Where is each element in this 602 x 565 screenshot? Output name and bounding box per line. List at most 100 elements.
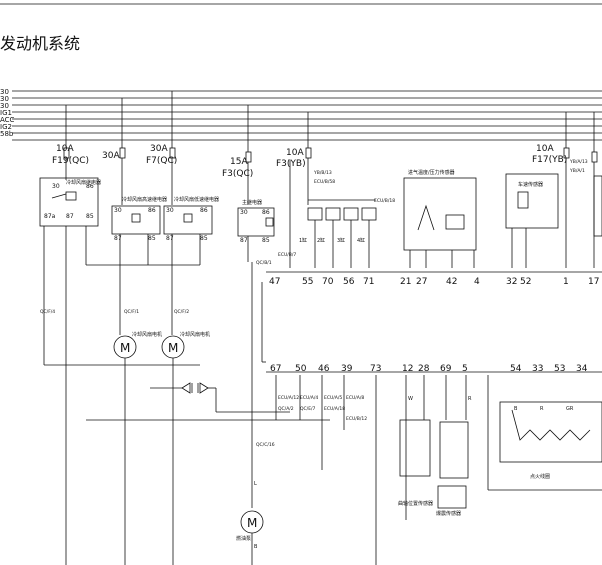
ecu-pin: 42 <box>446 277 457 287</box>
relay-pin: 85 <box>86 213 94 220</box>
component-label: 冷却风扇电机 <box>132 331 162 338</box>
wire-code: YB/A/13 <box>569 159 588 165</box>
ecu-pin: 52 <box>520 277 531 287</box>
ecu-pin: 32 <box>506 277 517 287</box>
wire-color: R <box>468 396 472 402</box>
injector-label: 3缸 <box>337 237 345 244</box>
wire-codes: QC/F/4 QC/F/1 QC/F/2 QC/B/1 ECU/B/7 YB/B… <box>40 159 588 448</box>
ecu-pin: 67 <box>270 364 281 374</box>
injector-labels: 1缸 2缸 3缸 4缸 <box>299 237 365 244</box>
ecu-pin: 73 <box>370 364 381 374</box>
coil-box <box>499 401 602 463</box>
ecu-pin: 46 <box>318 364 330 374</box>
wire-code: ECU/B/58 <box>314 179 335 185</box>
wire-code: QC/F/1 <box>124 309 139 315</box>
wire-code: ECU/A/18 <box>324 406 345 412</box>
bus-label: ACC <box>0 116 15 124</box>
fuse-name: F17(YB) <box>532 155 567 165</box>
ecu-pin: 55 <box>302 277 313 287</box>
relay-pin: 30 <box>114 207 122 214</box>
component-label: 冷却风扇电机 <box>180 331 210 338</box>
fuse-rating: 30A <box>102 151 120 161</box>
wire-code: YB/A/1 <box>569 168 585 174</box>
wire-code: QC/A/2 <box>278 406 294 412</box>
ecu-pin: 33 <box>532 364 543 374</box>
diode-1 <box>181 382 191 394</box>
wire-code: QC/F/2 <box>174 309 189 315</box>
wire-code: ECU/B/7 <box>278 252 296 258</box>
injector-3 <box>343 207 359 221</box>
relay-pin: 30 <box>240 209 248 216</box>
injector-label: 1缸 <box>299 237 307 244</box>
ecu-pin: 34 <box>576 364 588 374</box>
main-relay-box <box>237 207 275 237</box>
component-label: 点火线圈 <box>530 473 550 480</box>
ecu-pin: 1 <box>563 277 569 287</box>
relay-pin: 86 <box>148 207 156 214</box>
ecu-pin: 4 <box>474 277 480 287</box>
wire-code: ECU/A/4 <box>300 395 318 401</box>
wire-code: ECU/A/5 <box>324 395 342 401</box>
ecu-pin: 39 <box>341 364 353 374</box>
wire-code: QC/C/16 <box>256 442 275 448</box>
power-bus-group <box>12 90 602 141</box>
wire-code: ECU/B/12 <box>346 416 367 422</box>
component-label: 爆震传感器 <box>436 510 461 517</box>
relay-pin: 85 <box>262 237 270 244</box>
ecu-pin: 50 <box>295 364 307 374</box>
knock-sensor-box <box>439 421 469 479</box>
ecu-pin: 69 <box>440 364 452 374</box>
relay-pin: 86 <box>86 183 94 190</box>
motor-symbol: M <box>247 516 257 530</box>
ecu-pin: 47 <box>269 277 280 287</box>
tps-box <box>403 177 477 251</box>
component-label: 车速传感器 <box>518 181 543 188</box>
component-label: 主继电器 <box>242 199 262 206</box>
bus-label: 30 <box>0 102 9 110</box>
fuse-rating: 15A <box>230 157 248 167</box>
ecu-pin: 27 <box>416 277 427 287</box>
wire-code: ECU/A/12 <box>278 395 299 401</box>
wire-color: GR <box>566 406 574 412</box>
wire-code: ECU/B/18 <box>374 198 395 204</box>
wire-color: W <box>408 396 413 402</box>
speed-sensor-box <box>505 173 559 229</box>
wire-code: ECU/A/8 <box>346 395 364 401</box>
bus-label: IG2 <box>0 123 12 131</box>
oxygen-sensor-box <box>437 485 467 509</box>
fuse-labels: 10A F19(QC) 30A 30A F7(QC) 15A F3(QC) 10… <box>52 144 567 179</box>
relay-pin: 87 <box>166 235 174 242</box>
component-labels: 冷却风扇继电器 冷却风扇高速继电器 冷却风扇低速继电器 冷却风扇电机 冷却风扇电… <box>66 169 550 542</box>
relay-pin: 87a <box>44 213 56 220</box>
fuse-name: F3(YB) <box>276 159 306 169</box>
relay-pin: 30 <box>166 207 174 214</box>
fuse-drops <box>63 91 598 205</box>
ecu-pin: 12 <box>402 364 413 374</box>
component-label: 曲轴位置传感器 <box>398 500 433 507</box>
ecu-pin: 21 <box>400 277 411 287</box>
component-label: 燃油泵 <box>236 535 251 542</box>
injector-4 <box>361 207 377 221</box>
wire-colors: L B W R B R GR <box>254 396 574 550</box>
bus-labels: 30 30 30 IG1 ACC IG2 58b <box>0 88 15 138</box>
ecu-top-pins: 47 55 70 56 71 21 27 42 4 32 52 1 17 <box>269 277 599 287</box>
fuse-rating: 10A <box>56 144 74 154</box>
relay-pin: 87 <box>240 237 248 244</box>
wire-code: YB/B/13 <box>313 170 332 176</box>
injector-1 <box>307 207 323 221</box>
component-label: 冷却风扇高速继电器 <box>122 196 167 203</box>
page-title: 发动机系统 <box>0 34 81 53</box>
relay-pin-labels: 30 86 87a 87 85 30 86 87 85 30 86 87 85 … <box>44 183 270 244</box>
component-label: 冷却风扇继电器 <box>66 179 101 186</box>
relay-pin: 85 <box>200 235 208 242</box>
ecu-pin: 70 <box>322 277 334 287</box>
ecu-pin: 56 <box>343 277 355 287</box>
low-speed-relay-box <box>163 205 213 235</box>
fuse-rating: 10A <box>286 148 304 158</box>
fuse-name: F3(QC) <box>222 169 253 179</box>
injector-label: 4缸 <box>357 237 365 244</box>
bus-label: 30 <box>0 95 9 103</box>
injector-2 <box>325 207 341 221</box>
fuse-name: F19(QC) <box>52 156 89 166</box>
